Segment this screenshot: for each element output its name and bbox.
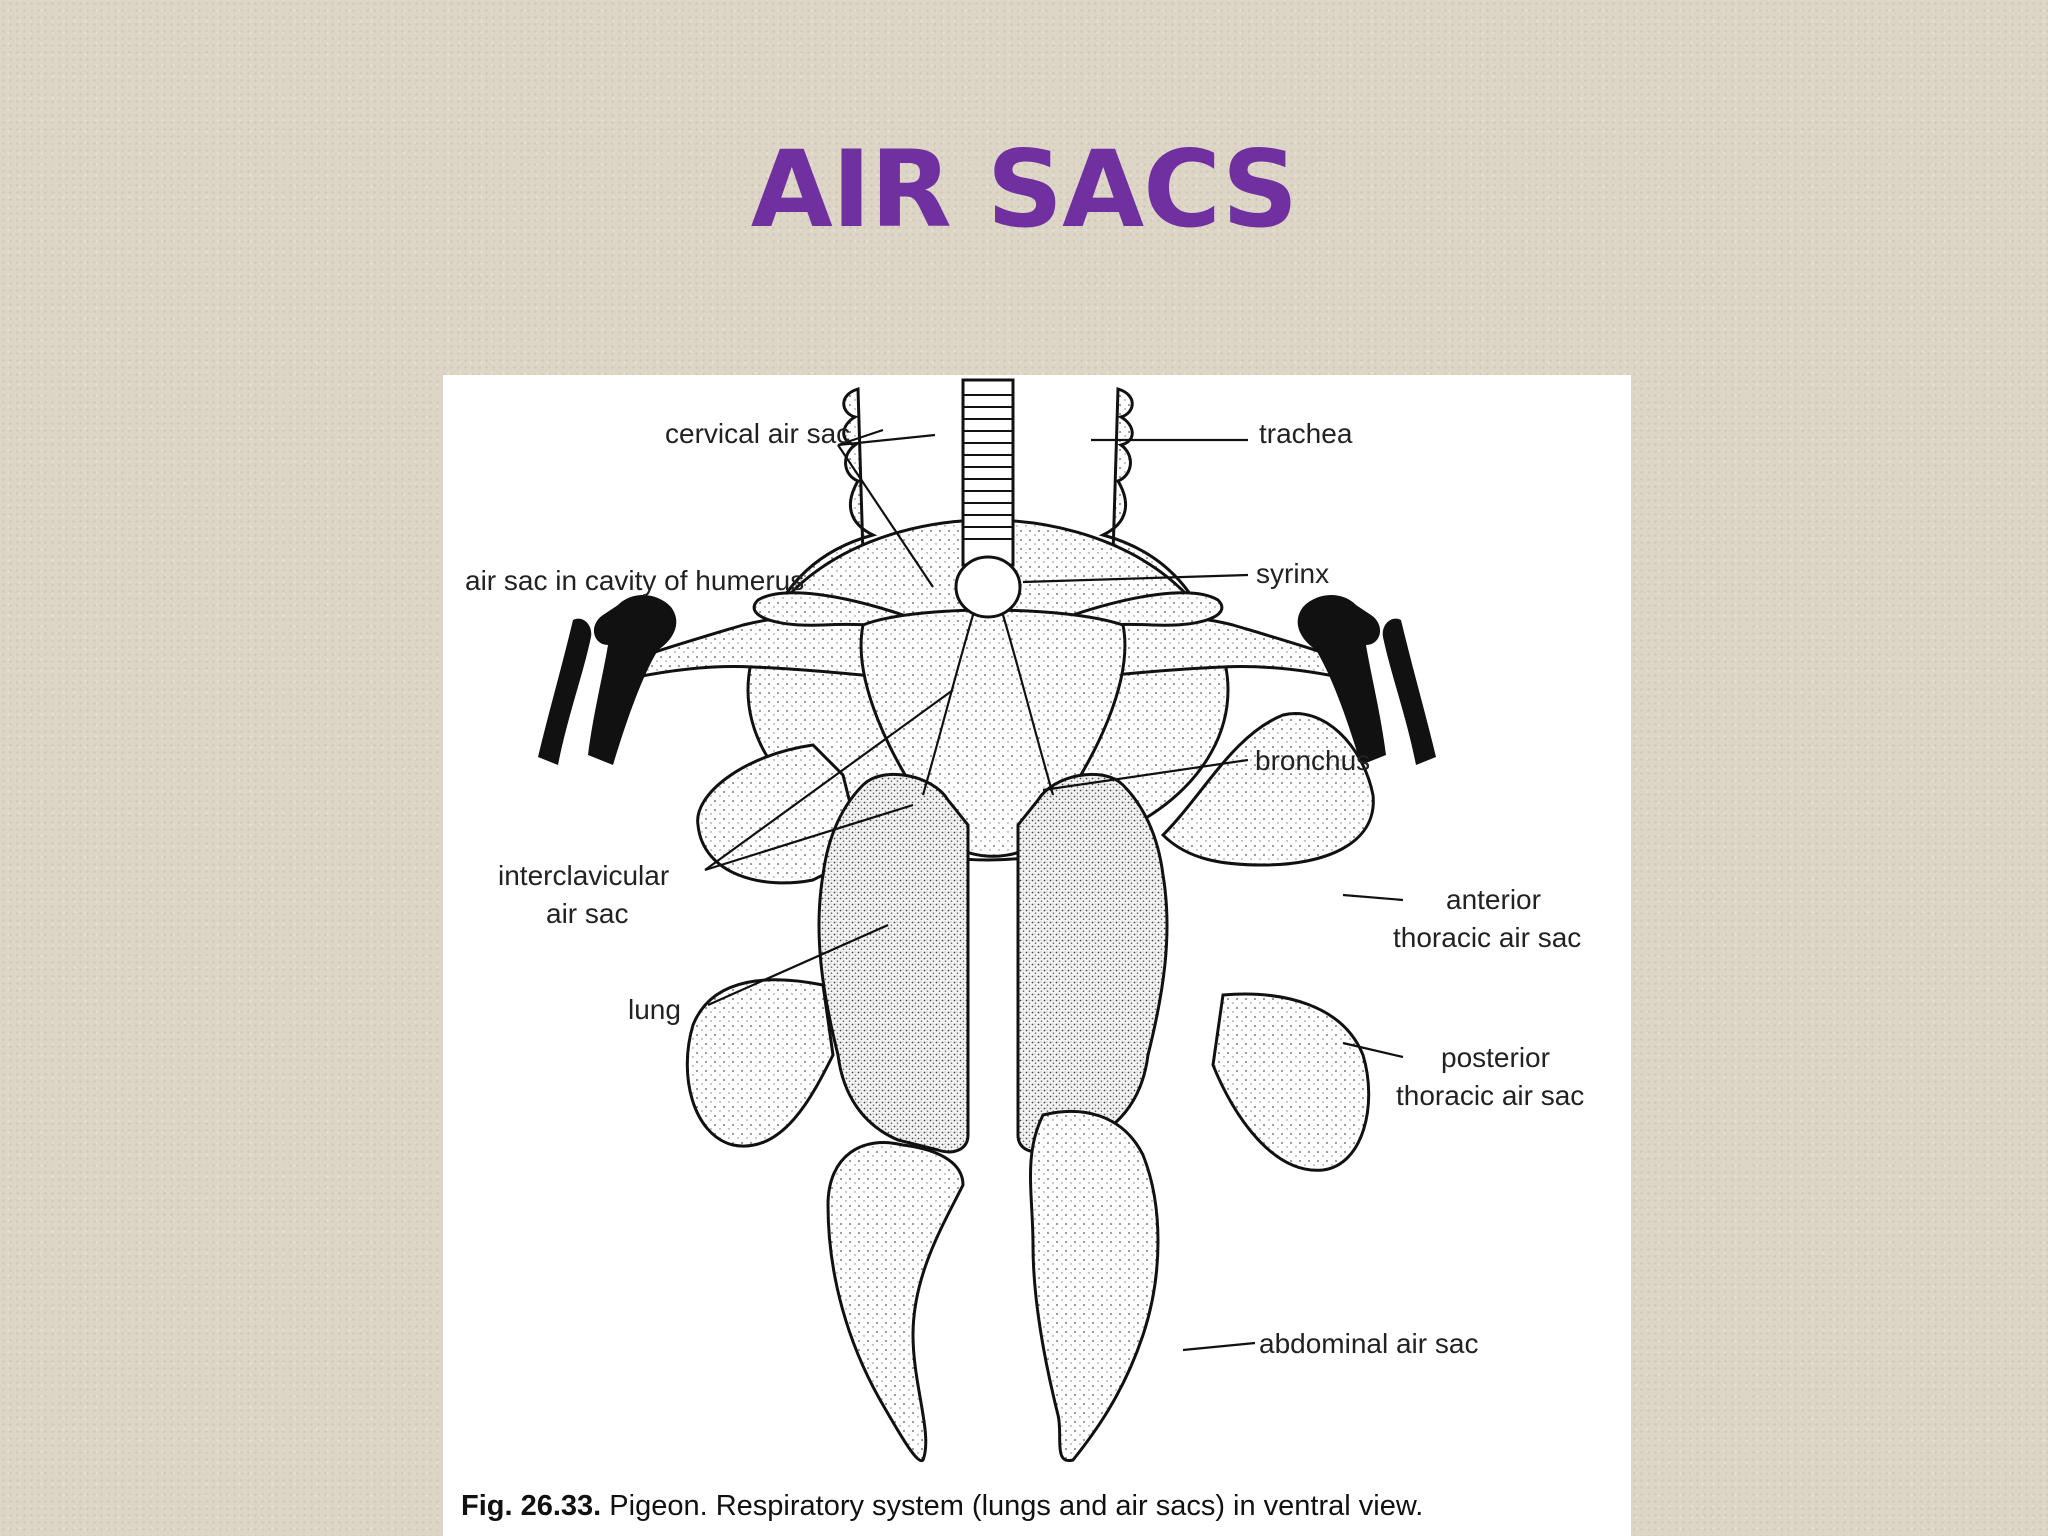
label-posterior-2: thoracic air sac — [1396, 1080, 1584, 1111]
bronchus-right — [1001, 614, 1055, 796]
posterior-thoracic-air-sac-left — [685, 978, 835, 1148]
label-syrinx: syrinx — [1256, 558, 1329, 589]
posterior-thoracic-air-sac-right — [1211, 992, 1371, 1172]
figure-caption: Fig. 26.33. Pigeon. Respiratory system (… — [461, 1490, 1423, 1522]
humerus-bone-right-2 — [1382, 618, 1436, 765]
label-anterior-2: thoracic air sac — [1393, 922, 1581, 953]
abdominal-air-sac-left — [826, 1141, 965, 1463]
humerus-bone-left — [588, 595, 677, 765]
humerus-bone-left-2 — [538, 618, 592, 765]
figure-caption-number: Fig. 26.33. — [461, 1490, 601, 1522]
lung-left — [817, 772, 970, 1154]
label-bronchus: bronchus — [1255, 745, 1370, 776]
figure-caption-text: Pigeon. Respiratory system (lungs and ai… — [601, 1490, 1423, 1522]
label-lung: lung — [628, 994, 681, 1025]
label-interclavicular-2: air sac — [546, 898, 628, 929]
label-anterior-1: anterior — [1446, 884, 1541, 915]
label-air-sac-humerus: air sac in cavity of humerus — [465, 565, 804, 596]
figure-panel: cervical air sac trachea air sac in cavi… — [443, 375, 1631, 1536]
respiratory-diagram: cervical air sac trachea air sac in cavi… — [461, 378, 1584, 1522]
trachea-rings — [963, 394, 1013, 540]
bronchus-left — [921, 614, 975, 796]
abdominal-air-sac-right — [1029, 1109, 1160, 1462]
leader-lines — [619, 428, 1404, 1352]
slide-title: AIR SACS — [750, 128, 1298, 251]
anterior-thoracic-air-sac-right — [1160, 712, 1375, 867]
lung-right — [1016, 772, 1169, 1154]
humerus-bone-right — [1297, 595, 1386, 765]
label-posterior-1: posterior — [1441, 1042, 1550, 1073]
label-trachea: trachea — [1259, 418, 1353, 449]
anterior-thoracic-air-sac-left — [696, 743, 865, 885]
syrinx — [954, 555, 1022, 619]
label-abdominal-air-sac: abdominal air sac — [1259, 1328, 1478, 1359]
label-cervical-air-sac: cervical air sac — [665, 418, 850, 449]
label-interclavicular-1: interclavicular — [498, 860, 669, 891]
